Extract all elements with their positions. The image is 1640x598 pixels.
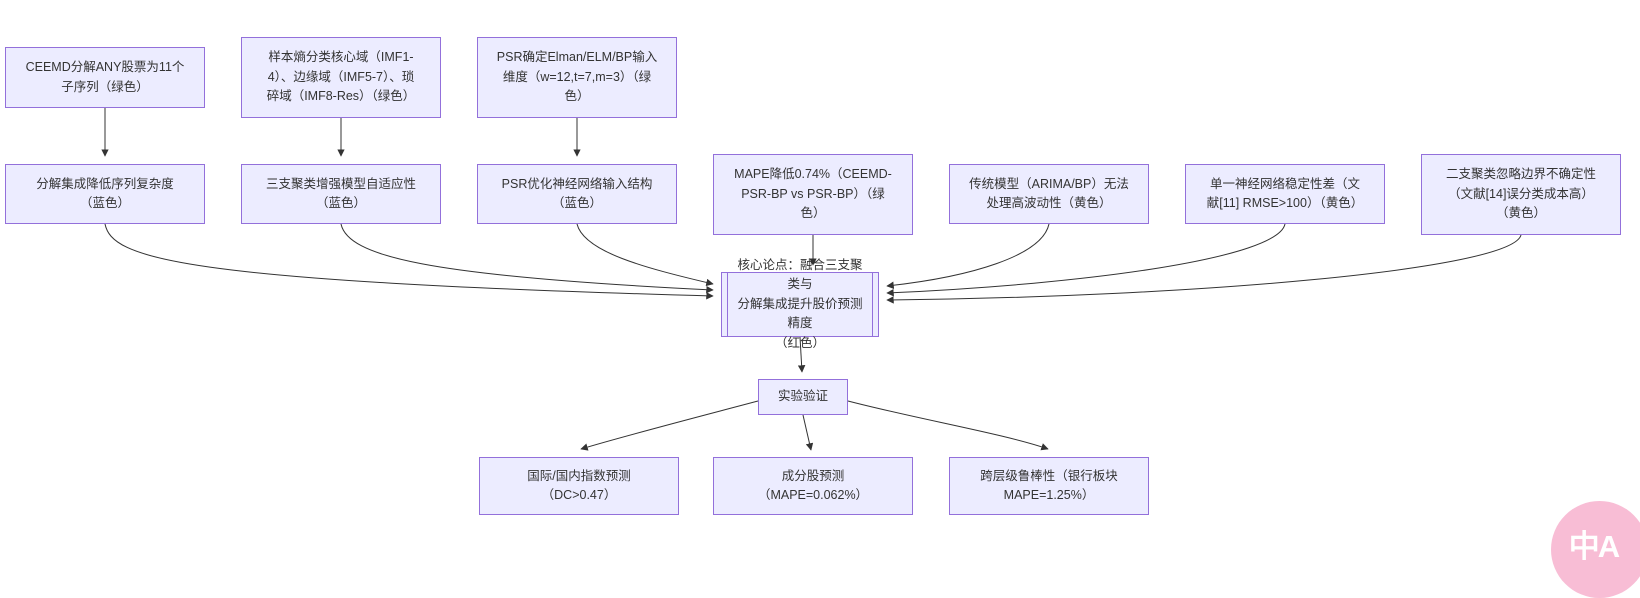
node-label: PSR确定Elman/ELM/BP输入 维度（w=12,t=7,m=3）（绿 色… bbox=[496, 50, 658, 104]
node-index-prediction: 国际/国内指数预测 （DC>0.47） bbox=[479, 457, 679, 515]
subroutine-right-line bbox=[872, 273, 873, 336]
node-label: 二支聚类忽略边界不确定性 （文献[14]误分类成本高） （黄色） bbox=[1445, 167, 1596, 221]
node-experimental-validation: 实验验证 bbox=[758, 379, 848, 415]
node-label: 成分股预测 （MAPE=0.062%） bbox=[757, 468, 869, 502]
node-label: 传统模型（ARIMA/BP）无法 处理高波动性（黄色） bbox=[969, 176, 1129, 210]
node-label: PSR优化神经网络输入结构 （蓝色） bbox=[501, 176, 653, 210]
flow-arrow bbox=[340, 223, 714, 294]
node-constituent-prediction: 成分股预测 （MAPE=0.062%） bbox=[713, 457, 913, 515]
node-label: 单一神经网络稳定性差（文 献[11] RMSE>100）（黄色） bbox=[1206, 176, 1364, 210]
subroutine-left-line bbox=[727, 273, 728, 336]
translate-button[interactable]: 中A bbox=[1551, 501, 1640, 598]
node-single-nn-instability: 单一神经网络稳定性差（文 献[11] RMSE>100）（黄色） bbox=[1185, 164, 1385, 224]
node-core-thesis: 核心论点：融合三支聚类与 分解集成提升股价预测精度 （红色） bbox=[721, 258, 879, 350]
node-psr-input-dimension: PSR确定Elman/ELM/BP输入 维度（w=12,t=7,m=3）（绿 色… bbox=[477, 37, 677, 118]
flow-arrow bbox=[886, 223, 1286, 297]
node-label: 样本熵分类核心域（IMF1- 4）、边缘域（IMF5-7）、琐 碎域（IMF8-… bbox=[266, 50, 416, 104]
node-label: 三支聚类增强模型自适应性 （蓝色） bbox=[265, 176, 416, 210]
node-decomposition-ensemble: 分解集成降低序列复杂度 （蓝色） bbox=[5, 164, 205, 224]
node-mape-reduction: MAPE降低0.74%（CEEMD- PSR-BP vs PSR-BP）（绿 色… bbox=[713, 154, 913, 235]
translate-icon: 中A bbox=[1568, 529, 1620, 564]
node-label: 核心论点：融合三支聚类与 分解集成提升股价预测精度 （红色） bbox=[737, 258, 863, 350]
flow-arrow bbox=[847, 400, 1049, 451]
flow-arrow bbox=[576, 223, 714, 287]
node-label: 实验验证 bbox=[777, 389, 828, 404]
node-two-way-clustering-limit: 二支聚类忽略边界不确定性 （文献[14]误分类成本高） （黄色） bbox=[1421, 154, 1621, 235]
node-psr-input-structure: PSR优化神经网络输入结构 （蓝色） bbox=[477, 164, 677, 224]
flow-arrow bbox=[802, 414, 814, 451]
flow-arrow bbox=[886, 234, 1522, 304]
node-sample-entropy-domains: 样本熵分类核心域（IMF1- 4）、边缘域（IMF5-7）、琐 碎域（IMF8-… bbox=[241, 37, 441, 118]
node-ceemd-decomposition: CEEMD分解ANY股票为11个 子序列（绿色） bbox=[5, 47, 205, 108]
node-label: 分解集成降低序列复杂度 （蓝色） bbox=[36, 176, 174, 210]
flow-arrow bbox=[580, 400, 759, 451]
flow-arrow bbox=[104, 223, 714, 300]
node-label: CEEMD分解ANY股票为11个 子序列（绿色） bbox=[25, 60, 185, 94]
node-three-way-clustering: 三支聚类增强模型自适应性 （蓝色） bbox=[241, 164, 441, 224]
node-traditional-model-limit: 传统模型（ARIMA/BP）无法 处理高波动性（黄色） bbox=[949, 164, 1149, 224]
node-label: 跨层级鲁棒性（银行板块 MAPE=1.25%） bbox=[980, 468, 1118, 502]
node-label: MAPE降低0.74%（CEEMD- PSR-BP vs PSR-BP）（绿 色… bbox=[734, 167, 892, 221]
node-cross-level-robustness: 跨层级鲁棒性（银行板块 MAPE=1.25%） bbox=[949, 457, 1149, 515]
node-label: 国际/国内指数预测 （DC>0.47） bbox=[527, 468, 631, 502]
